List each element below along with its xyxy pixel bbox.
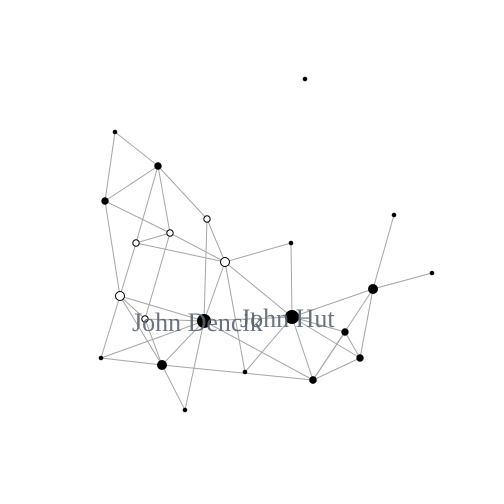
node-label: John Dencik: [132, 308, 263, 337]
graph-edge: [290, 242, 293, 318]
graph-edge: [100, 320, 205, 359]
graph-edge: [157, 165, 208, 220]
graph-edge: [104, 165, 159, 202]
graph-node: [288, 240, 294, 246]
graph-node: [302, 76, 308, 82]
graph-edge: [244, 316, 293, 373]
graph-node: [203, 215, 211, 223]
graph-edge: [104, 131, 116, 202]
graph-edge: [344, 331, 361, 359]
graph-node: [429, 270, 435, 276]
graph-edge: [114, 131, 159, 167]
graph-node: [157, 360, 167, 370]
graph-edge: [104, 200, 121, 297]
node-label: John Hut: [240, 304, 335, 333]
graph-edge: [161, 364, 186, 411]
graph-node: [115, 291, 125, 301]
graph-node: [101, 197, 109, 205]
graph-edge: [184, 320, 205, 411]
graph-node: [197, 314, 211, 328]
graph-edge: [100, 357, 163, 366]
graph-node: [182, 407, 188, 413]
graph-node: [341, 328, 349, 336]
graph-edges: [100, 131, 433, 411]
graph-edge: [203, 320, 314, 381]
graph-node: [98, 355, 104, 361]
graph-node: [112, 129, 118, 135]
graph-node: [368, 284, 378, 294]
graph-edge: [135, 165, 159, 244]
graph-edge: [372, 272, 433, 290]
graph-edge: [291, 316, 346, 333]
graph-edge: [169, 232, 226, 263]
graph-edge: [203, 316, 293, 322]
graph-edge: [203, 261, 226, 322]
graph-edge: [157, 165, 171, 234]
graph-node: [166, 229, 174, 237]
graph-node: [391, 212, 397, 218]
graph-edge: [224, 261, 246, 373]
graph-edge: [291, 316, 314, 381]
graph-nodes: [98, 76, 435, 413]
graph-edge: [206, 218, 226, 263]
graph-node: [285, 310, 299, 324]
graph-edge: [119, 242, 137, 297]
graph-edge: [359, 288, 374, 359]
graph-edge: [135, 242, 226, 263]
graph-edge: [144, 318, 205, 322]
graph-edge: [203, 218, 208, 322]
graph-node: [220, 257, 230, 267]
graph-node: [309, 376, 317, 384]
graph-edge: [100, 295, 121, 359]
graph-edge: [135, 232, 171, 244]
graph-edge: [119, 295, 146, 320]
graph-node: [141, 315, 149, 323]
graph-edge: [291, 288, 374, 318]
graph-edge: [119, 295, 205, 322]
graph-edge: [104, 200, 171, 234]
graph-edge: [224, 242, 292, 263]
graph-node: [356, 354, 364, 362]
graph-node: [132, 239, 140, 247]
graph-edge: [161, 320, 205, 366]
graph-edge: [144, 318, 163, 366]
graph-edge: [291, 316, 361, 359]
graph-node: [154, 162, 162, 170]
graph-node: [242, 369, 248, 375]
graph-edge: [119, 295, 163, 366]
graph-edge: [312, 357, 361, 381]
graph-edge: [372, 214, 395, 290]
graph-edge: [161, 364, 314, 381]
graph-edge: [224, 261, 293, 318]
